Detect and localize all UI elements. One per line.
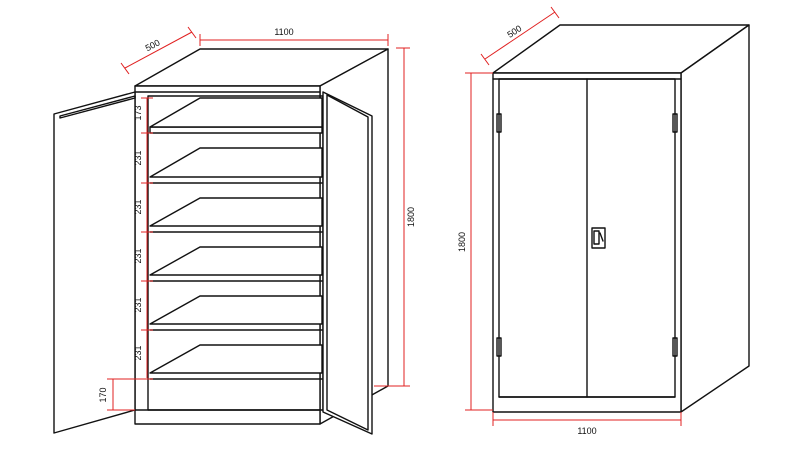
shelf xyxy=(149,246,323,276)
open-width-label: 1100 xyxy=(274,27,293,37)
left-door xyxy=(53,91,136,434)
hinge-icon xyxy=(496,337,502,357)
closed-depth-label: 500 xyxy=(505,23,523,40)
shelf xyxy=(149,147,323,178)
shelf-spacing-label: 231 xyxy=(133,345,143,360)
closed-height-dimension: 1800 xyxy=(457,72,493,411)
shelf xyxy=(149,97,323,128)
open-height-label: 1800 xyxy=(406,207,416,227)
shelf xyxy=(149,197,323,227)
open-height-dimension: 1800 xyxy=(374,47,416,387)
shelf-spacing-label: 231 xyxy=(133,199,143,214)
shelf xyxy=(149,344,323,374)
closed-cabinet-view: 500 1800 1100 xyxy=(457,6,750,436)
shelf-spacing-label: 231 xyxy=(133,150,143,165)
hinge-icon xyxy=(672,113,678,133)
shelf-spacing-dimensions: 173 231 231 231 231 231 xyxy=(133,97,153,380)
hinge-icon xyxy=(496,113,502,133)
hinge-icon xyxy=(672,337,678,357)
shelf-spacing-label: 231 xyxy=(133,248,143,263)
shelf-spacing-label: 173 xyxy=(133,105,143,120)
shelf xyxy=(149,126,323,134)
closed-cabinet-side xyxy=(680,24,750,413)
open-depth-label: 500 xyxy=(144,37,162,53)
shelf xyxy=(149,295,323,325)
bottom-clearance-dimension: 170 xyxy=(98,378,147,411)
shelf-spacing-label: 231 xyxy=(133,297,143,312)
closed-width-dimension: 1100 xyxy=(492,412,682,436)
right-door xyxy=(322,91,373,435)
closed-height-label: 1800 xyxy=(457,232,467,252)
closed-width-label: 1100 xyxy=(577,426,596,436)
open-cabinet-view: 1100 500 1800 173 231 231 xyxy=(53,26,416,435)
lock-handle-icon xyxy=(591,227,606,249)
shelves xyxy=(149,97,323,380)
bottom-clearance-label: 170 xyxy=(98,387,108,402)
open-width-dimension: 1100 xyxy=(199,27,389,46)
